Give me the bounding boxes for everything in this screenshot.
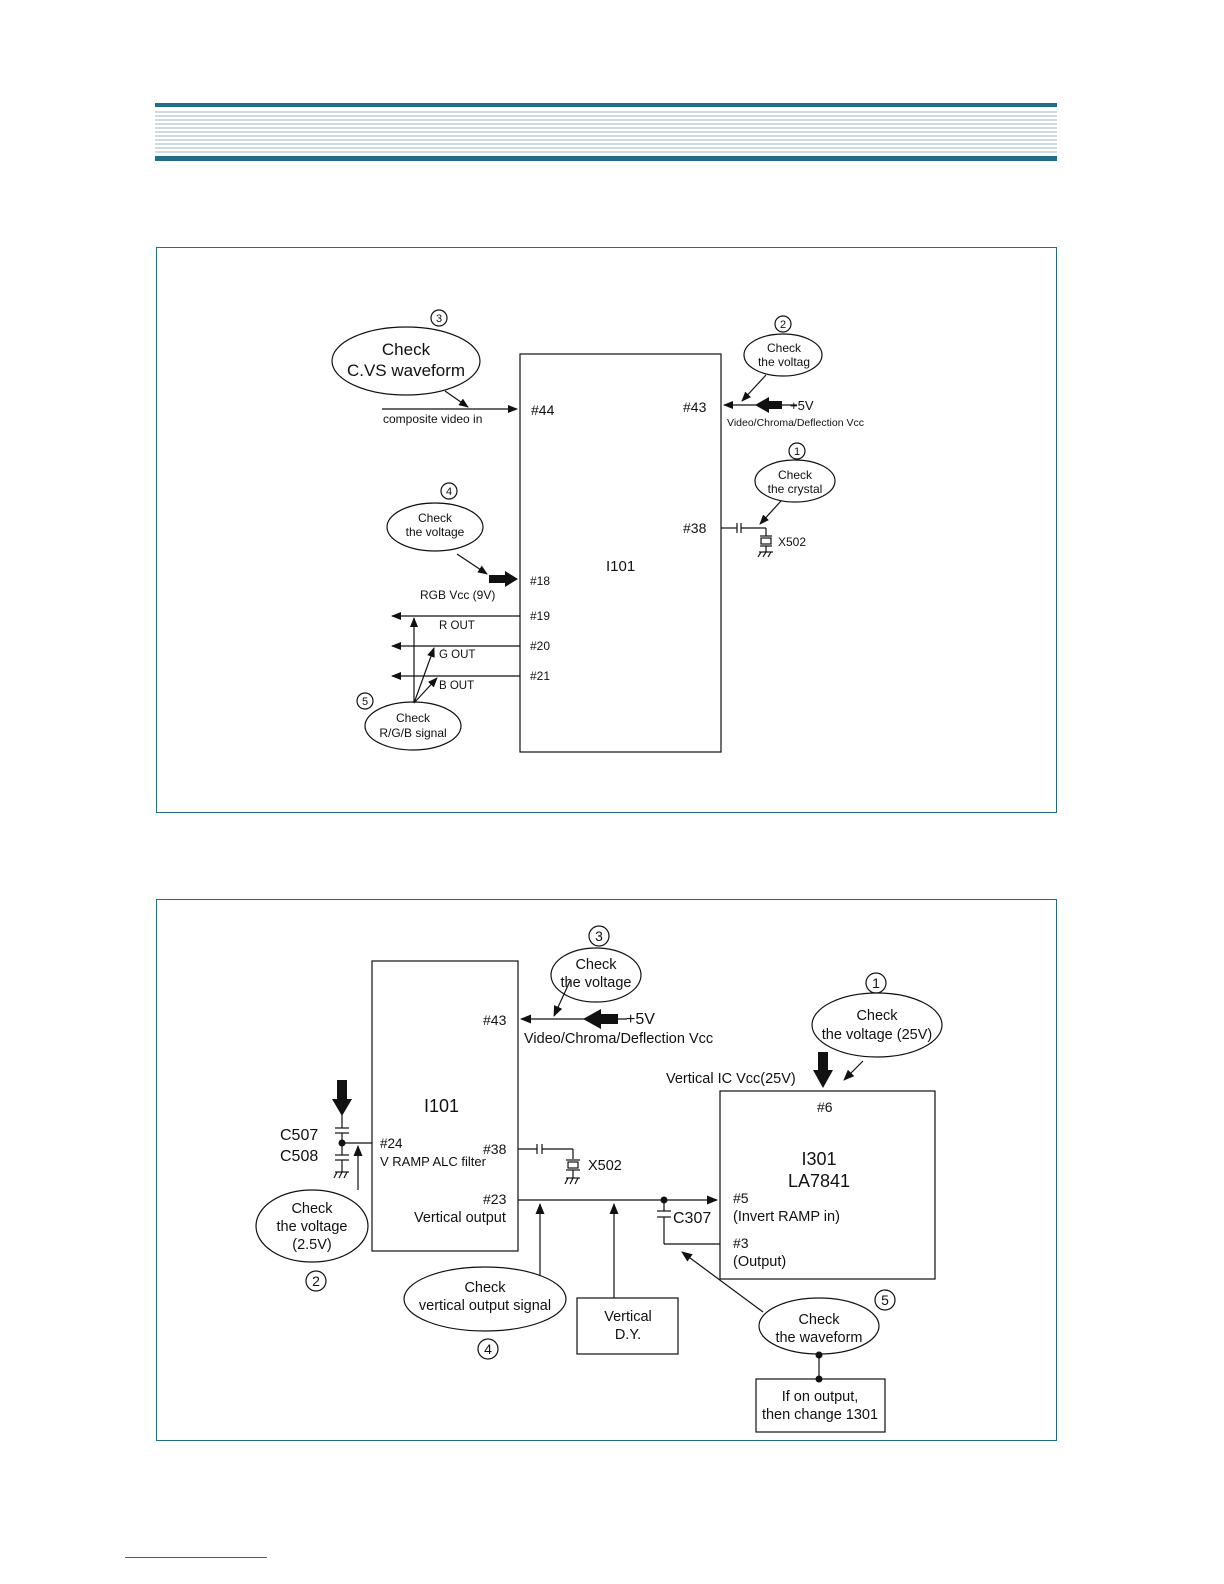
callout-3-ellipse bbox=[550, 947, 642, 1003]
crystal-label: X502 bbox=[778, 535, 806, 549]
callout-4-ellipse bbox=[386, 502, 484, 552]
callout-4-line1: Check bbox=[418, 511, 453, 525]
footer-rule bbox=[125, 1557, 267, 1558]
change-label-line2: then change 1301 bbox=[762, 1407, 878, 1423]
pin-23: #23 bbox=[483, 1191, 507, 1207]
callout-1-num: 1 bbox=[872, 975, 880, 991]
callout-4-line2: vertical output signal bbox=[419, 1298, 551, 1314]
callout-2-line3: (2.5V) bbox=[292, 1237, 332, 1253]
header-band bbox=[155, 103, 1057, 161]
callout-1-ellipse bbox=[754, 459, 836, 503]
r-out-label: R OUT bbox=[439, 620, 475, 632]
change-label-line1: If on output, bbox=[782, 1389, 859, 1405]
pin-5-desc: (Invert RAMP in) bbox=[733, 1209, 840, 1225]
callout-1-line1: Check bbox=[856, 1008, 898, 1024]
pin-44: #44 bbox=[531, 402, 555, 418]
dy-label-line2: D.Y. bbox=[615, 1327, 641, 1343]
vcc-label: Video/Chroma/Deflection Vcc bbox=[727, 417, 864, 429]
pin-43: #43 bbox=[483, 1012, 507, 1028]
g-out-label: G OUT bbox=[439, 649, 475, 661]
plus5v-label: +5V bbox=[626, 1011, 655, 1028]
pin-3: #3 bbox=[733, 1235, 749, 1251]
pin-23-desc: Vertical output bbox=[414, 1210, 506, 1226]
pin-20: #20 bbox=[530, 639, 550, 653]
callout-1-ellipse bbox=[811, 992, 943, 1058]
callout-2-line1: Check bbox=[767, 341, 802, 355]
callout-4-line1: Check bbox=[464, 1280, 506, 1296]
callout-5-ellipse bbox=[364, 701, 462, 751]
callout-5-line2: the waveform bbox=[775, 1330, 862, 1346]
diagram-panel-vertical: I101 #43 #24 V RAMP ALC filter #38 #23 V… bbox=[156, 899, 1057, 1441]
pin-43: #43 bbox=[683, 399, 707, 415]
callout-5-line2: R/G/B signal bbox=[379, 726, 446, 740]
ic-i301-box bbox=[719, 1090, 936, 1280]
c507-label: C507 bbox=[280, 1127, 318, 1144]
crystal-label: X502 bbox=[588, 1158, 622, 1174]
callout-1-num: 1 bbox=[794, 446, 800, 458]
vertical-diagram: I101 #43 #24 V RAMP ALC filter #38 #23 V… bbox=[255, 925, 943, 1433]
ic-i101-label: I101 bbox=[424, 1096, 459, 1116]
callout-5-num: 5 bbox=[362, 696, 368, 708]
callout-3-line1: Check bbox=[382, 340, 431, 359]
pin-5: #5 bbox=[733, 1190, 749, 1206]
pin-24-desc: V RAMP ALC filter bbox=[380, 1154, 487, 1169]
ic-i101-label: I101 bbox=[606, 558, 635, 575]
rgb-vcc-label: RGB Vcc (9V) bbox=[420, 588, 495, 602]
callout-2-num: 2 bbox=[780, 319, 786, 331]
callout-2-ellipse bbox=[743, 333, 823, 377]
rgb-diagram: I101 #44 #43 #38 #18 #19 #20 #21 composi… bbox=[331, 309, 864, 753]
callout-5-line1: Check bbox=[798, 1312, 840, 1328]
plus5v-block-arrow bbox=[755, 397, 782, 413]
pin-6: #6 bbox=[817, 1099, 833, 1115]
callout-3-line2: the voltage bbox=[561, 975, 632, 991]
plus5v-block-arrow bbox=[583, 1009, 618, 1029]
ic-i301-label: I301 bbox=[801, 1149, 836, 1169]
callout-4-num: 4 bbox=[484, 1341, 492, 1357]
callout-2-line1: Check bbox=[291, 1201, 333, 1217]
plus5v-label: +5V bbox=[790, 398, 814, 413]
pin-38: #38 bbox=[483, 1141, 507, 1157]
callout-3-line2: C.VS waveform bbox=[347, 361, 465, 380]
pin-19: #19 bbox=[530, 609, 550, 623]
callout-2-num: 2 bbox=[312, 1273, 320, 1289]
change-ic-box bbox=[755, 1378, 886, 1433]
vert-vcc-label: Vertical IC Vcc(25V) bbox=[666, 1071, 796, 1087]
vcc-label: Video/Chroma/Deflection Vcc bbox=[524, 1031, 713, 1047]
callout-5-num: 5 bbox=[881, 1292, 889, 1308]
rgb-vcc-block-arrow bbox=[489, 571, 518, 587]
callout-4-num: 4 bbox=[446, 486, 452, 498]
callout-2-line2: the voltage bbox=[277, 1219, 348, 1235]
callout-5-line1: Check bbox=[396, 711, 431, 725]
ic-i101-box bbox=[371, 960, 519, 1252]
vertical-dy-box bbox=[576, 1297, 679, 1355]
diagram-panel-rgb: I101 #44 #43 #38 #18 #19 #20 #21 composi… bbox=[156, 247, 1057, 813]
pin-24: #24 bbox=[380, 1136, 403, 1151]
ic-la7841-label: LA7841 bbox=[788, 1171, 850, 1191]
composite-label: composite video in bbox=[383, 412, 482, 426]
c508-label: C508 bbox=[280, 1148, 318, 1165]
callout-1-line1: Check bbox=[778, 468, 813, 482]
callout-3-ellipse bbox=[331, 326, 481, 396]
pin-21: #21 bbox=[530, 669, 550, 683]
callout-3-num: 3 bbox=[436, 313, 442, 325]
callout-4-ellipse bbox=[403, 1266, 567, 1332]
pin-18: #18 bbox=[530, 574, 550, 588]
callout-4-line2: the voltage bbox=[406, 525, 465, 539]
pin-3-desc: (Output) bbox=[733, 1254, 786, 1270]
callout-3-line1: Check bbox=[575, 957, 617, 973]
ic-i101-box bbox=[519, 353, 722, 753]
callout-2-line2: the voltag bbox=[758, 355, 810, 369]
c307-label: C307 bbox=[673, 1210, 711, 1227]
pin-38: #38 bbox=[683, 520, 707, 536]
callout-1-line2: the crystal bbox=[768, 482, 823, 496]
c507-block-arrow bbox=[332, 1080, 352, 1116]
dy-label-line1: Vertical bbox=[604, 1309, 652, 1325]
vcc25v-block-arrow bbox=[813, 1052, 833, 1088]
b-out-label: B OUT bbox=[439, 680, 474, 692]
callout-2-ellipse bbox=[255, 1189, 369, 1263]
callout-3-num: 3 bbox=[595, 928, 603, 944]
callout-1-line2: the voltage (25V) bbox=[822, 1027, 932, 1043]
